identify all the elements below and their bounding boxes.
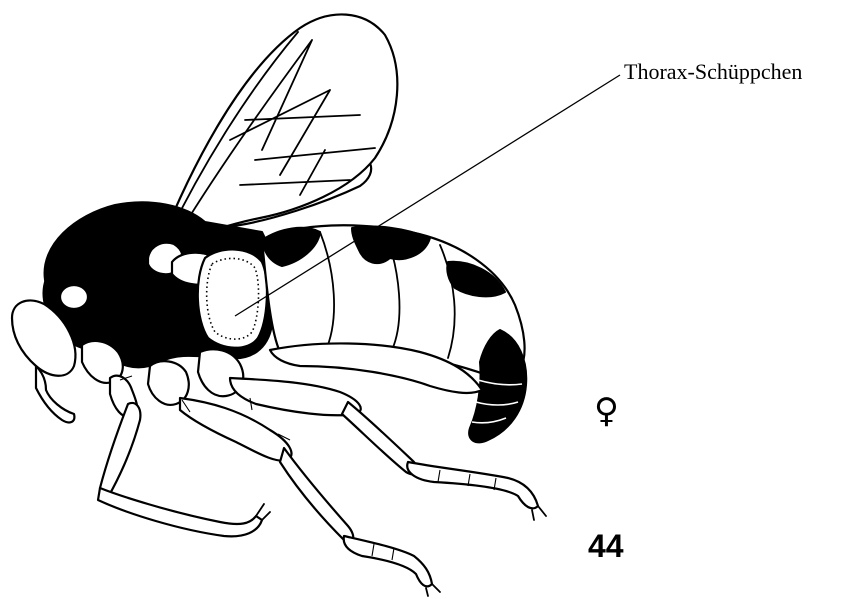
figure-number: 44 (588, 530, 624, 562)
female-symbol: ♀ (594, 394, 619, 428)
mid-leg-tibia (280, 448, 353, 542)
front-leg-tarsus (98, 488, 262, 536)
fore-wing (160, 14, 397, 248)
thorax-scale (198, 249, 267, 347)
front-leg-tibia (100, 403, 140, 495)
hind-leg-tibia (342, 402, 418, 474)
ocellus (60, 285, 88, 309)
hind-leg-femur (230, 378, 361, 415)
mid-leg-tarsus (344, 536, 432, 586)
callout-label: Thorax-Schüppchen (624, 61, 802, 83)
hind-leg-tarsus (407, 462, 538, 508)
